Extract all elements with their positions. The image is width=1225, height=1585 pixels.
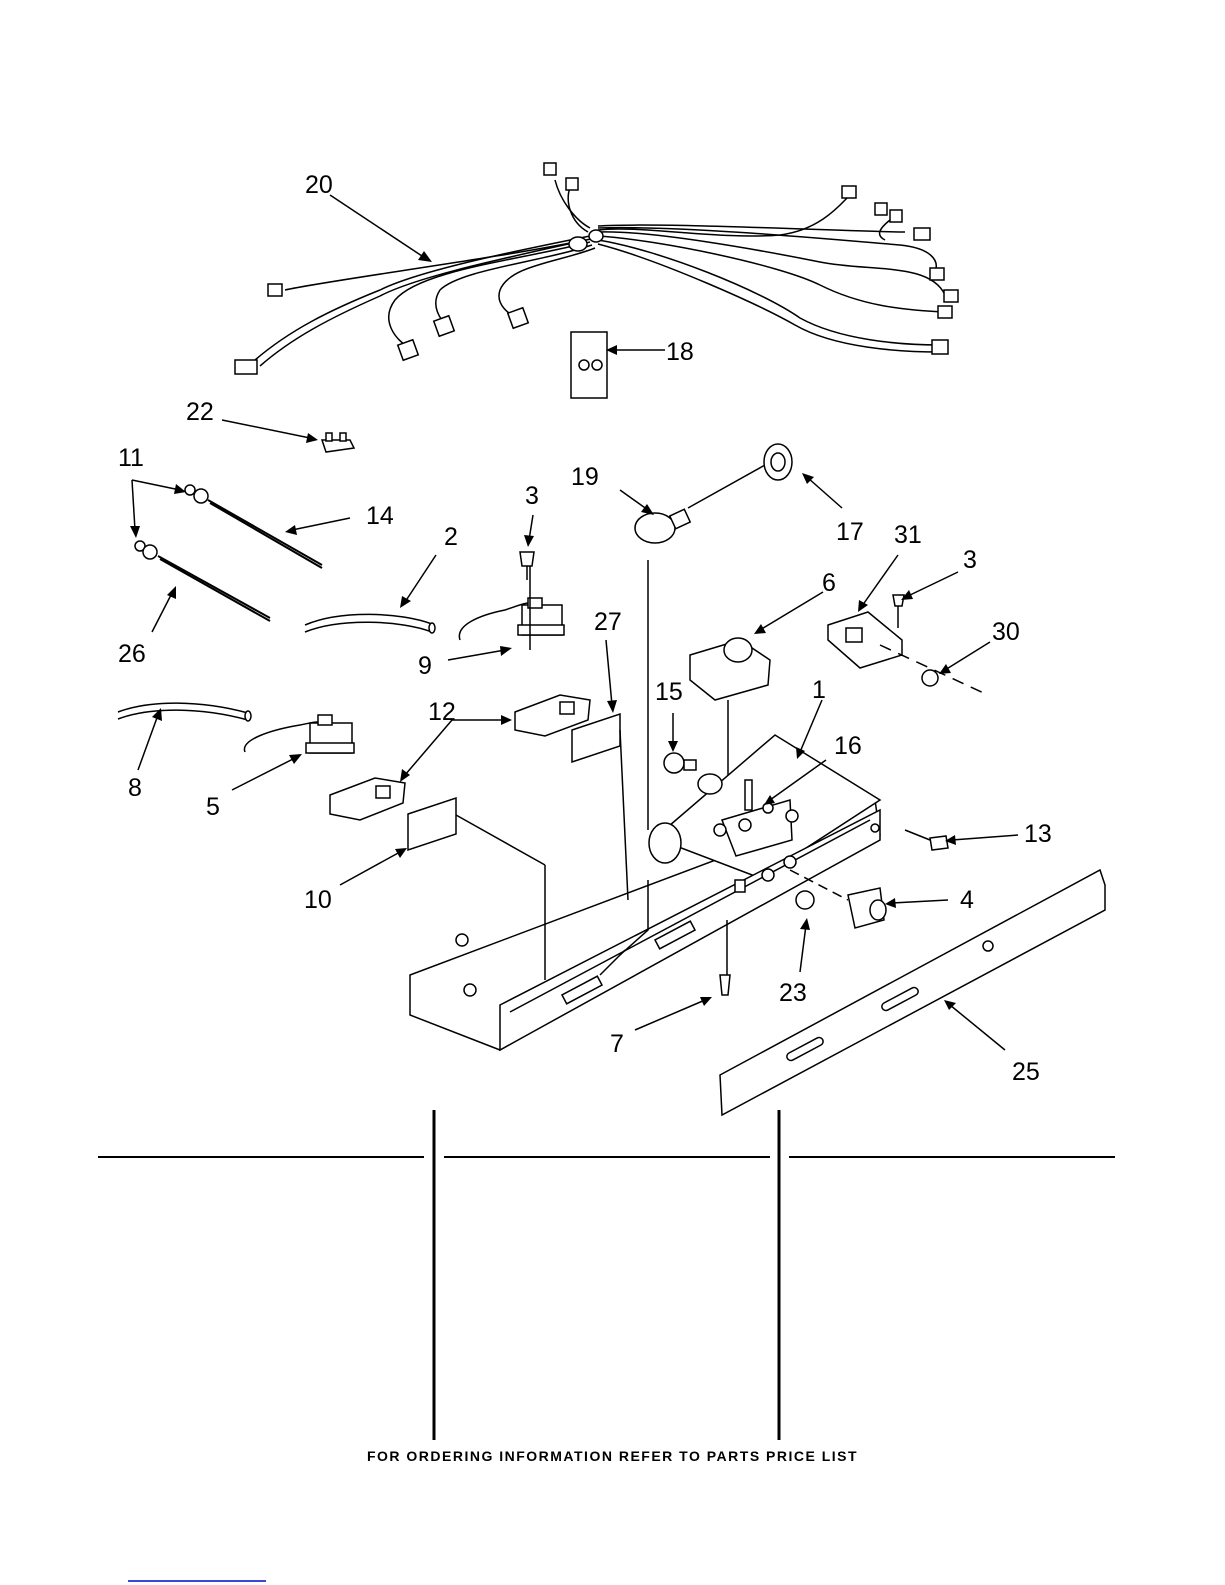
callout-17: 17 [836, 518, 864, 546]
callout-23: 23 [779, 979, 807, 1007]
callout-9: 9 [418, 652, 432, 680]
callout-10: 10 [304, 886, 332, 914]
callout-3a: 3 [525, 482, 539, 510]
callout-26: 26 [118, 640, 146, 668]
brackets [330, 695, 590, 820]
callout-1: 1 [812, 676, 826, 704]
callout-11: 11 [118, 444, 144, 472]
link-underline[interactable] [128, 1580, 266, 1582]
control-board [828, 595, 988, 695]
ordering-note: FOR ORDERING INFORMATION REFER TO PARTS … [0, 1448, 1225, 1464]
callout-25: 25 [1012, 1058, 1040, 1086]
callout-30: 30 [992, 618, 1020, 646]
callout-18: 18 [666, 338, 694, 366]
insulator-plate [571, 332, 607, 398]
callout-12: 12 [428, 698, 456, 726]
callout-2: 2 [444, 523, 458, 551]
callout-14: 14 [366, 502, 394, 530]
callout-6: 6 [822, 569, 836, 597]
callout-20: 20 [305, 171, 333, 199]
callout-19: 19 [571, 463, 599, 491]
callout-22: 22 [186, 398, 214, 426]
callout-8: 8 [128, 774, 142, 802]
callout-7: 7 [610, 1030, 624, 1058]
control-housing [410, 730, 880, 1050]
clip [322, 433, 354, 452]
callout-31: 31 [894, 521, 922, 549]
callout-3b: 3 [963, 546, 977, 574]
front-trim [720, 870, 1105, 1115]
tubes-grommets [135, 485, 322, 621]
callout-4: 4 [960, 886, 974, 914]
callout-5: 5 [206, 793, 220, 821]
hoses [118, 614, 435, 721]
parts-table-rules [98, 1110, 1115, 1440]
callout-16: 16 [834, 732, 862, 760]
callout-15: 15 [655, 678, 683, 706]
callout-27: 27 [594, 608, 622, 636]
callout-13: 13 [1024, 820, 1052, 848]
